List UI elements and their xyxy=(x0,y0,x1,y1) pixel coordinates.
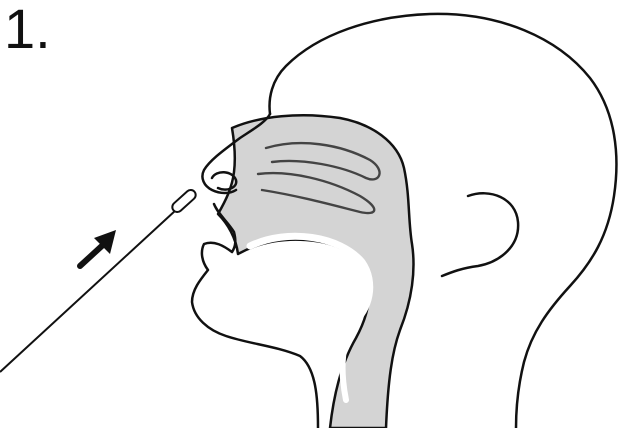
tongue-outline xyxy=(250,236,370,324)
insertion-arrow-icon xyxy=(80,230,116,266)
nasal-swab-icon xyxy=(170,188,197,214)
swab-stick xyxy=(0,210,176,372)
ear xyxy=(442,193,518,276)
